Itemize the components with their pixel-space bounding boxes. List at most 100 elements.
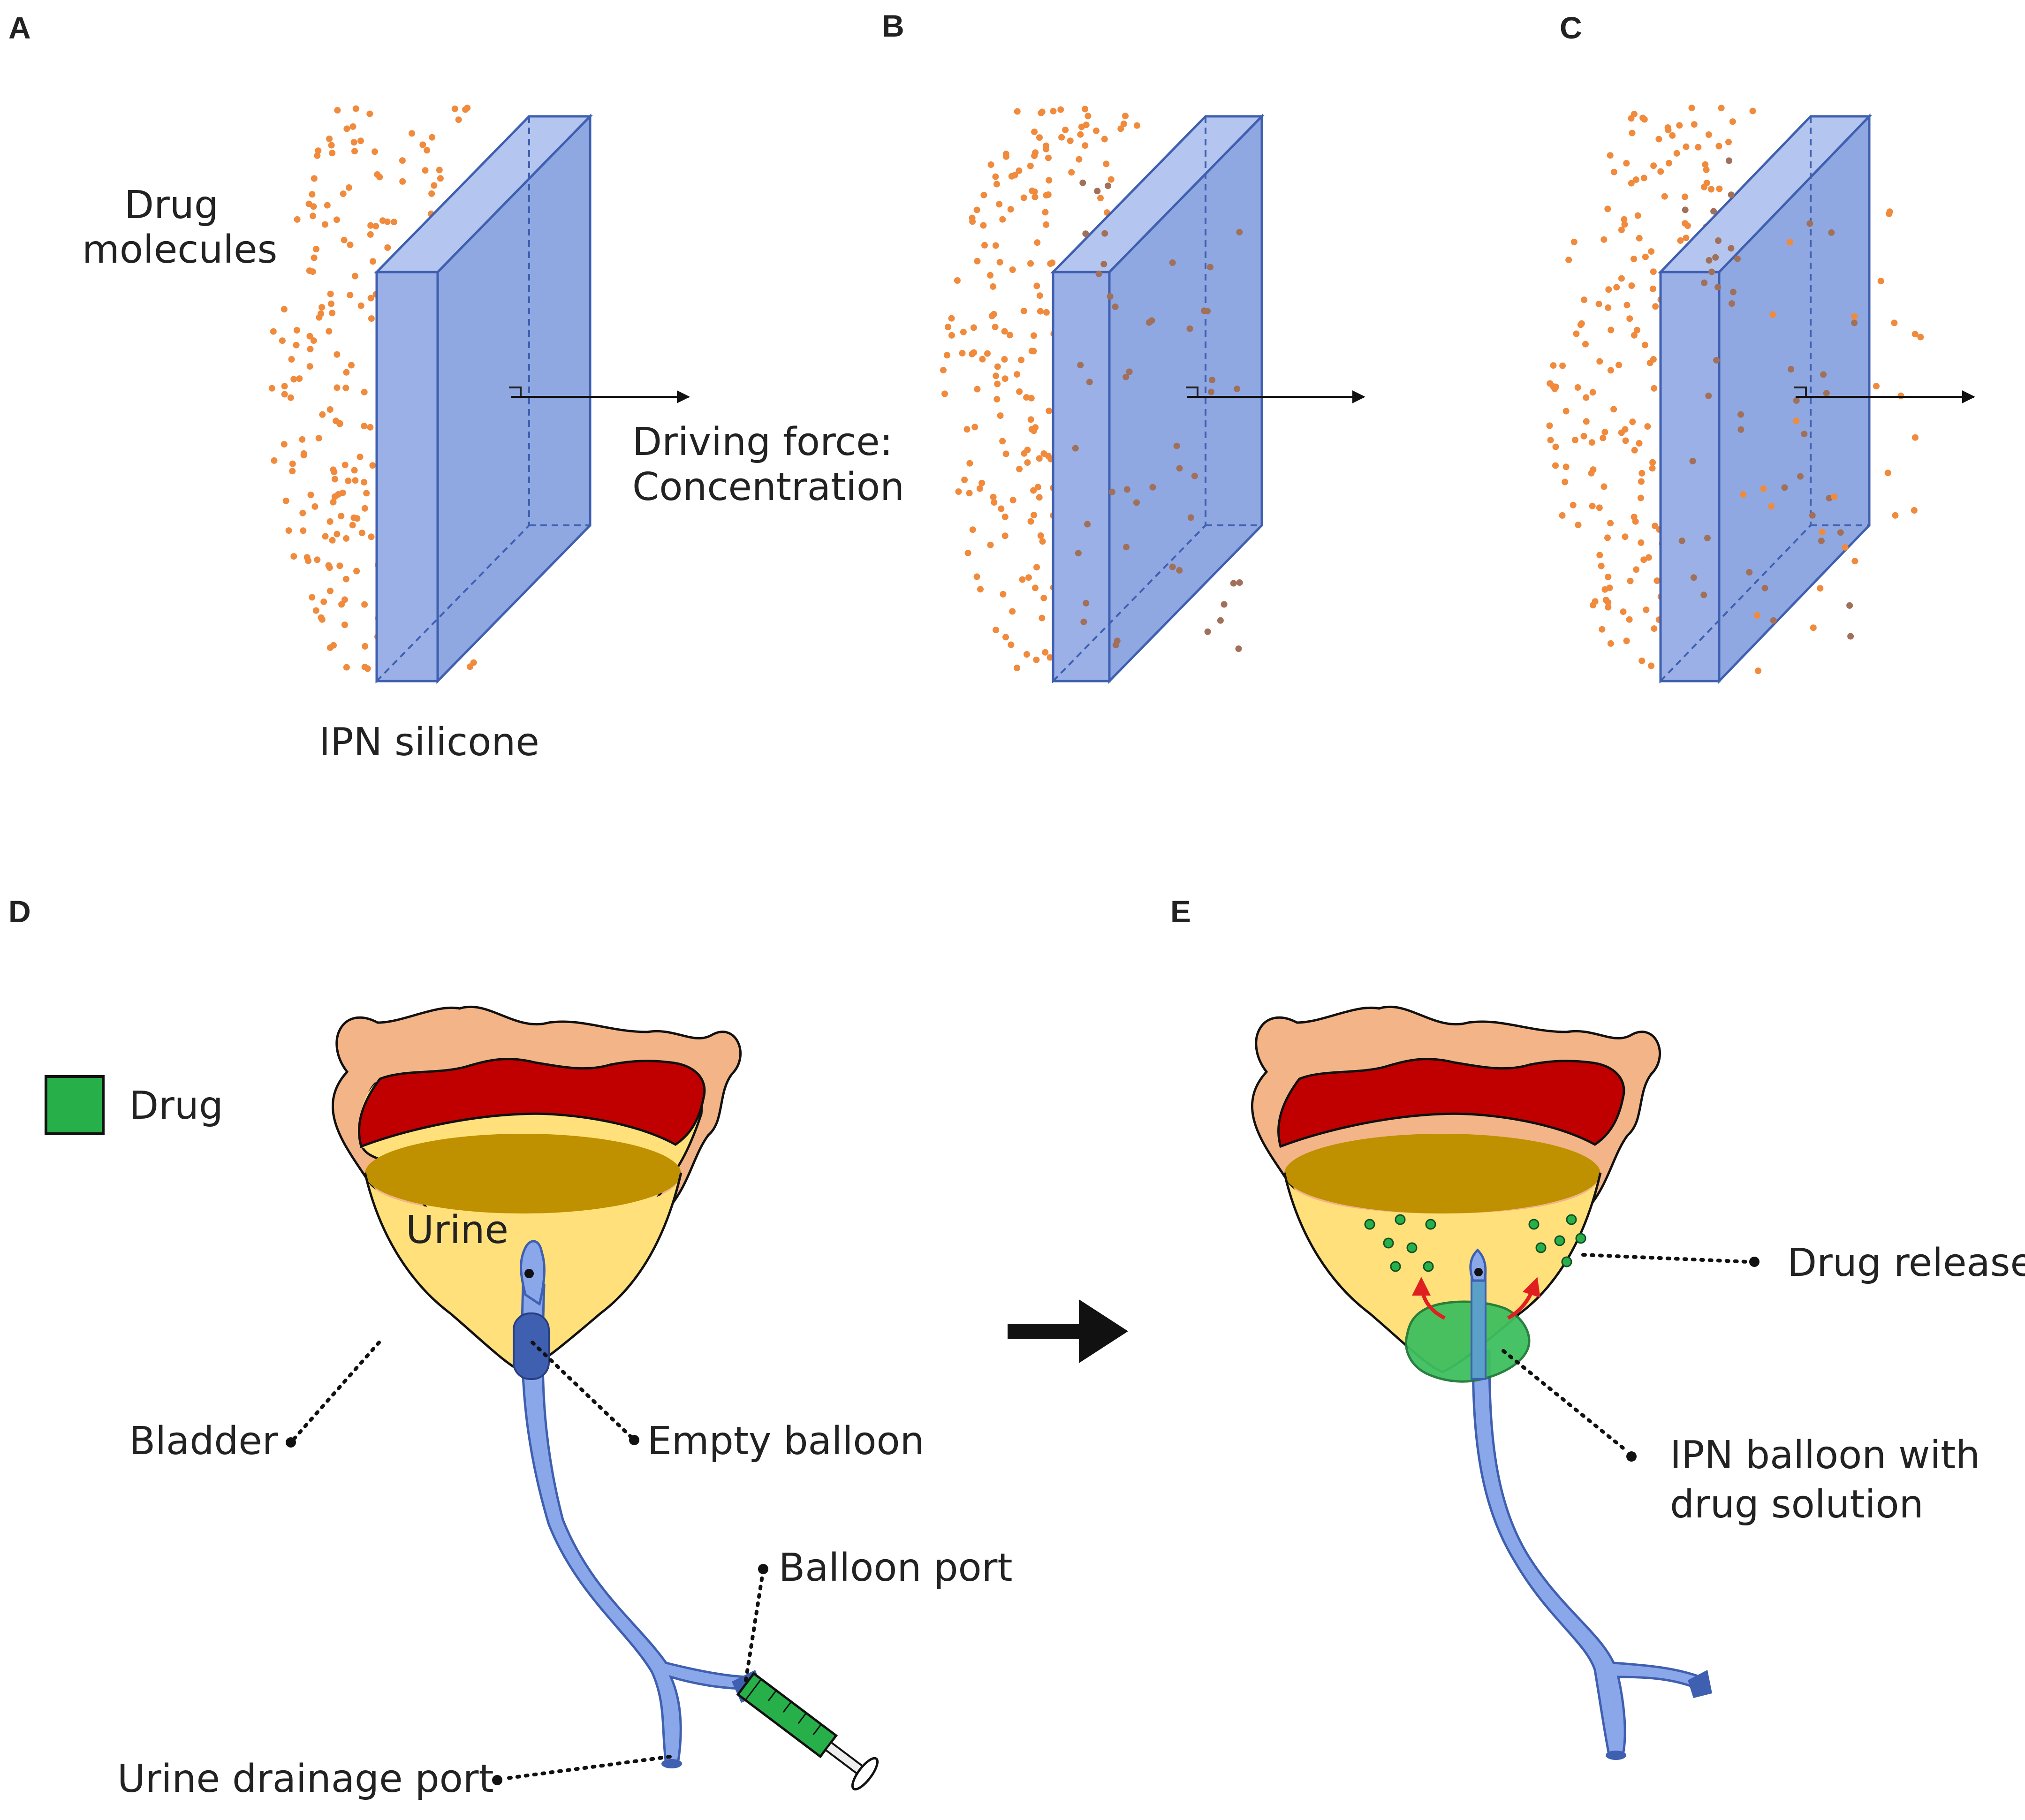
drug-molecule-dot	[1682, 220, 1689, 227]
drug-molecule-dot	[1718, 105, 1725, 112]
drug-molecule-dot	[1638, 478, 1645, 485]
drug-molecule-dot	[1001, 513, 1009, 520]
drug-molecule-dot	[1715, 143, 1722, 150]
drug-molecule-dot	[1725, 138, 1732, 145]
drug-molecule-dot	[1186, 325, 1193, 332]
drug-molecule-dot	[1133, 122, 1140, 129]
drug-molecule-dot	[984, 350, 991, 357]
drug-molecule-dot	[990, 493, 997, 500]
syringe	[736, 1672, 879, 1790]
drug-molecule-dot	[1105, 182, 1111, 190]
drug-molecule-dot	[1626, 616, 1633, 623]
drug-molecule-dot	[1122, 113, 1129, 120]
drug-molecule-dot	[1016, 465, 1023, 472]
drug-molecule-dot	[1201, 307, 1207, 314]
drug-molecule-dot	[1016, 388, 1023, 395]
drug-molecule-dot	[1728, 191, 1735, 198]
drug-molecule-dot	[1891, 319, 1898, 326]
drug-molecule-dot	[366, 110, 373, 117]
drug-legend-label: Drug	[129, 1084, 223, 1128]
drug-molecule-dot	[1552, 462, 1559, 469]
drug-molecule-dot	[312, 607, 319, 614]
drug-molecule-dot	[994, 363, 1001, 370]
drug-molecule-dot	[1001, 328, 1008, 335]
drug-molecule-dot	[1033, 656, 1040, 663]
drug-molecule-dot	[973, 573, 980, 580]
drug-molecule-dot	[390, 219, 397, 226]
drug-molecule-dot	[987, 161, 994, 168]
drug-molecule-dot	[1631, 332, 1638, 339]
drug-molecule-dot	[300, 452, 307, 459]
drug-molecule-dot	[1033, 564, 1040, 571]
released-drug-molecules	[1873, 208, 1924, 519]
drug-molecule-dot	[1753, 612, 1760, 619]
drug-molecule-dot	[1230, 580, 1237, 587]
drug-molecule-dot	[311, 503, 319, 510]
drug-molecule-dot	[1740, 491, 1747, 498]
drug-molecule-dot	[1622, 426, 1629, 433]
drug-molecule-dot	[309, 191, 316, 198]
drug-molecule-dot	[428, 190, 435, 197]
drug-molecule-dot	[289, 460, 296, 467]
drug-molecule-dot	[314, 152, 321, 159]
drug-molecule-dot	[1793, 417, 1800, 425]
drug-molecule-dot	[351, 467, 358, 474]
drug-molecule-dot	[980, 222, 987, 229]
drug-molecule-dot	[1700, 592, 1707, 599]
drug-molecule-dot	[1716, 185, 1723, 192]
drug-molecule-dot	[281, 306, 288, 313]
drug-molecule-dot	[1077, 362, 1084, 369]
drug-molecule-dot	[329, 537, 336, 544]
drug-molecule-dot	[1649, 459, 1656, 466]
drug-molecule-dot	[384, 244, 391, 251]
drug-molecule-dot	[1027, 162, 1034, 169]
drug-molecule-dot	[960, 328, 967, 335]
drug-molecule-dot	[1729, 118, 1736, 125]
drug-molecule-dot	[1638, 539, 1645, 546]
drug-molecule-dot	[347, 292, 354, 299]
drug-molecule-dot	[1001, 375, 1009, 382]
drug-molecule-dot	[1831, 493, 1838, 500]
drug-molecule-dot	[372, 148, 378, 155]
drug-molecule-dot	[419, 141, 426, 148]
drug-molecule-dot	[1600, 236, 1608, 243]
drug-molecule-dot	[349, 123, 356, 130]
drug-molecule-dot	[1582, 341, 1589, 348]
drug-molecule-dot	[974, 386, 981, 393]
drug-molecule-dot	[288, 356, 295, 363]
drug-molecule-dot	[290, 376, 297, 383]
drug-molecule-dot	[307, 346, 314, 353]
drug-molecule-dot	[436, 167, 443, 174]
drug-molecule-dot	[959, 349, 966, 356]
drug-molecule-dot	[980, 191, 987, 198]
drug-molecule-dot	[1149, 484, 1156, 491]
drug-molecule-dot	[1221, 601, 1228, 608]
panel-d: Drug Urine	[45, 1005, 1013, 1801]
drug-molecule-dot	[1601, 586, 1608, 593]
drug-molecule-dot	[1661, 193, 1668, 200]
drug-molecule-dot	[343, 535, 349, 542]
drug-molecule-dot	[1562, 478, 1569, 485]
drug-molecule-dot	[361, 505, 368, 512]
drug-molecule-dot	[322, 533, 329, 540]
drug-molecule-dot	[310, 212, 316, 220]
drug-molecule-dot	[1068, 169, 1075, 176]
drug-molecule-dot	[996, 259, 1003, 265]
drug-molecule-dot	[334, 351, 341, 358]
drug-molecule-dot	[1126, 368, 1133, 375]
drug-molecule-dot	[1770, 617, 1777, 624]
drug-molecule-dot	[352, 105, 359, 112]
drug-molecule-dot	[1112, 303, 1119, 311]
drug-molecule-dot	[1677, 237, 1684, 244]
drug-molecule-dot	[1605, 304, 1612, 311]
drug-molecule-dot	[341, 596, 348, 603]
drug-molecule-dot	[954, 277, 961, 284]
drug-molecule-dot	[1033, 282, 1040, 289]
drug-molecule-dot	[1673, 150, 1680, 157]
drug-molecule-dot	[315, 147, 322, 154]
drug-molecule-dot	[999, 216, 1006, 223]
panel-letter-c: C	[1560, 10, 1582, 45]
drug-molecule-dot	[307, 492, 314, 498]
drug-molecule-dot	[1043, 221, 1050, 228]
drug-molecule-dot	[1683, 235, 1690, 242]
